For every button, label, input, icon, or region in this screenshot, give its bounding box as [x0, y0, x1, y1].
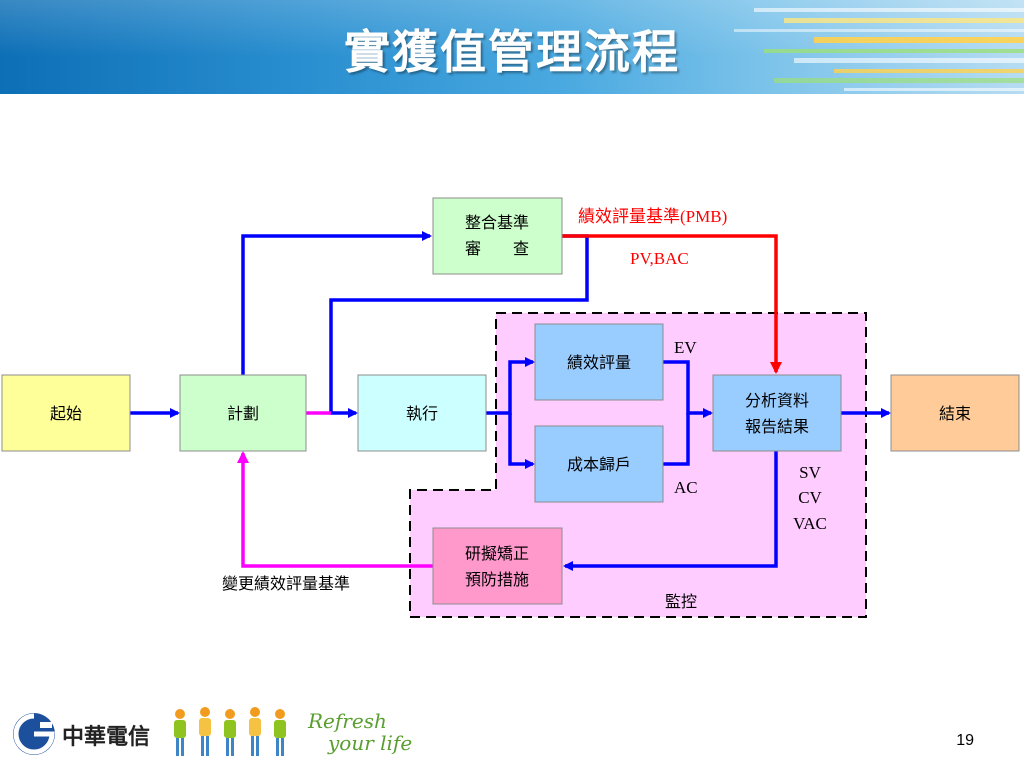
node-execute-label: 執行	[406, 404, 438, 423]
label-vac: VAC	[793, 514, 827, 533]
node-end-label: 結束	[939, 404, 971, 423]
arrow-plan-to-review	[241, 231, 432, 375]
node-analysis-line1: 分析資料	[745, 391, 809, 410]
evm-flow-diagram: 起始 計劃 整合基準 審 查 執行 績效評量 成本歸戶 分析資料 報告結果 結束…	[1, 197, 1020, 618]
slide-header: 實獲值管理流程	[0, 0, 1024, 94]
arrow-ac-to-analysis	[663, 413, 690, 466]
arrow-analysis-to-corrective	[563, 451, 778, 571]
people-illustration	[174, 707, 286, 756]
label-pv-bac: PV,BAC	[630, 249, 689, 268]
arrow-ev-to-analysis	[663, 360, 713, 418]
slide-title: 實獲值管理流程	[344, 25, 680, 79]
label-ac: AC	[674, 478, 698, 497]
node-plan: 計劃	[179, 374, 307, 452]
slide-footer: 中華電信 Refresh your life	[13, 707, 412, 756]
arrow-execute-to-cost	[508, 413, 535, 469]
arrow-pmb-to-analysis	[562, 234, 782, 374]
slogan-line1: Refresh	[307, 709, 387, 733]
label-change-pmb: 變更績效評量基準	[222, 574, 350, 593]
node-plan-label: 計劃	[227, 404, 259, 423]
label-monitor: 監控	[665, 592, 697, 611]
label-ev: EV	[674, 338, 697, 357]
company-logo: 中華電信	[13, 713, 150, 755]
node-end: 結束	[890, 374, 1020, 452]
node-analysis-report: 分析資料 報告結果	[712, 374, 842, 452]
arrow-corrective-to-plan	[237, 451, 433, 568]
node-cost-allocation: 成本歸戶	[534, 425, 664, 503]
node-execute: 執行	[357, 374, 487, 452]
node-start: 起始	[1, 374, 131, 452]
node-integration-review: 整合基準 審 查	[432, 197, 563, 275]
label-cv: CV	[798, 488, 822, 507]
company-name: 中華電信	[62, 724, 150, 750]
node-analysis-line2: 報告結果	[745, 417, 809, 436]
label-sv: SV	[799, 463, 821, 482]
slogan-line2: your life	[327, 731, 412, 755]
node-corrective-line1: 研擬矯正	[465, 544, 529, 563]
node-review-line2: 審 查	[465, 239, 529, 258]
node-review-line1: 整合基準	[465, 213, 529, 232]
header-stripes	[734, 8, 1024, 91]
connectors	[130, 231, 891, 571]
node-perf-eval-label: 績效評量	[567, 353, 631, 372]
node-cost-alloc-label: 成本歸戶	[567, 455, 631, 474]
arrow-execute-to-eval	[486, 357, 535, 415]
node-performance-evaluation: 績效評量	[534, 323, 664, 401]
node-corrective-action: 研擬矯正 預防措施	[432, 527, 563, 605]
node-corrective-line2: 預防措施	[465, 570, 529, 589]
page-number: 19	[956, 732, 974, 749]
label-pmb: 績效評量基準(PMB)	[578, 207, 727, 226]
node-start-label: 起始	[50, 404, 82, 423]
